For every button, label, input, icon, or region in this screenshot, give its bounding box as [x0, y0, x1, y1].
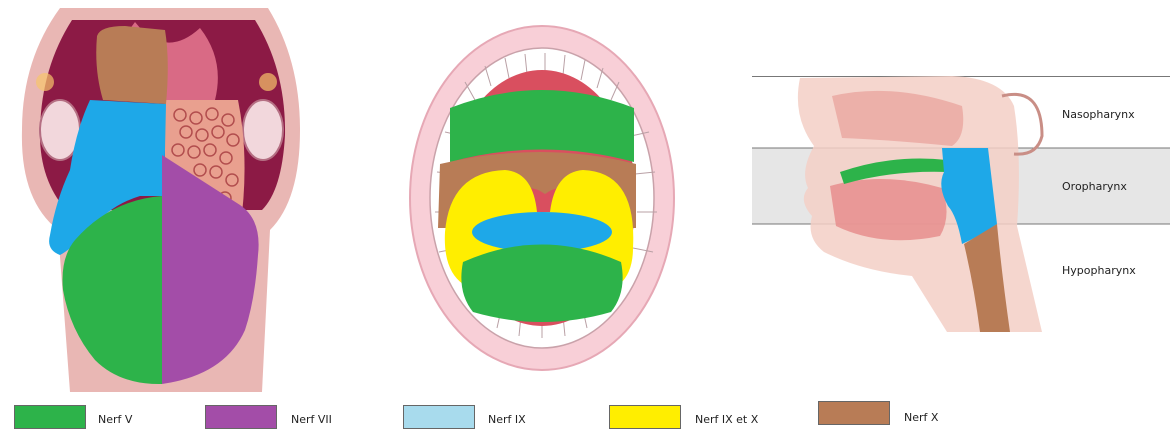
legend-label: Nerf X [904, 411, 938, 424]
right-gland [259, 73, 277, 91]
tongue-region-nerf-x [96, 26, 168, 104]
legend-label: Nerf VII [291, 413, 332, 426]
legend-swatch [403, 405, 475, 429]
legend-label: Nerf IX [488, 413, 526, 426]
mouth-diagram [405, 22, 680, 374]
legend-swatch [818, 401, 890, 425]
left-gland [36, 73, 54, 91]
legend-label: Nerf IX et X [695, 413, 758, 426]
legend-label: Nerf V [98, 413, 132, 426]
tongue-svg [0, 0, 325, 392]
label-nasopharynx: Nasopharynx [1062, 108, 1135, 121]
right-tonsil [243, 100, 283, 160]
mouth-region-nerf-v-bottom [461, 245, 622, 323]
label-hypopharynx: Hypopharynx [1062, 264, 1136, 277]
label-oropharynx: Oropharynx [1062, 180, 1127, 193]
legend-swatch [14, 405, 86, 429]
mouth-svg [405, 22, 680, 374]
pharynx-diagram: Nasopharynx Oropharynx Hypopharynx [752, 76, 1170, 332]
legend-swatch [609, 405, 681, 429]
tongue-diagram [0, 0, 325, 392]
legend-swatch [205, 405, 277, 429]
